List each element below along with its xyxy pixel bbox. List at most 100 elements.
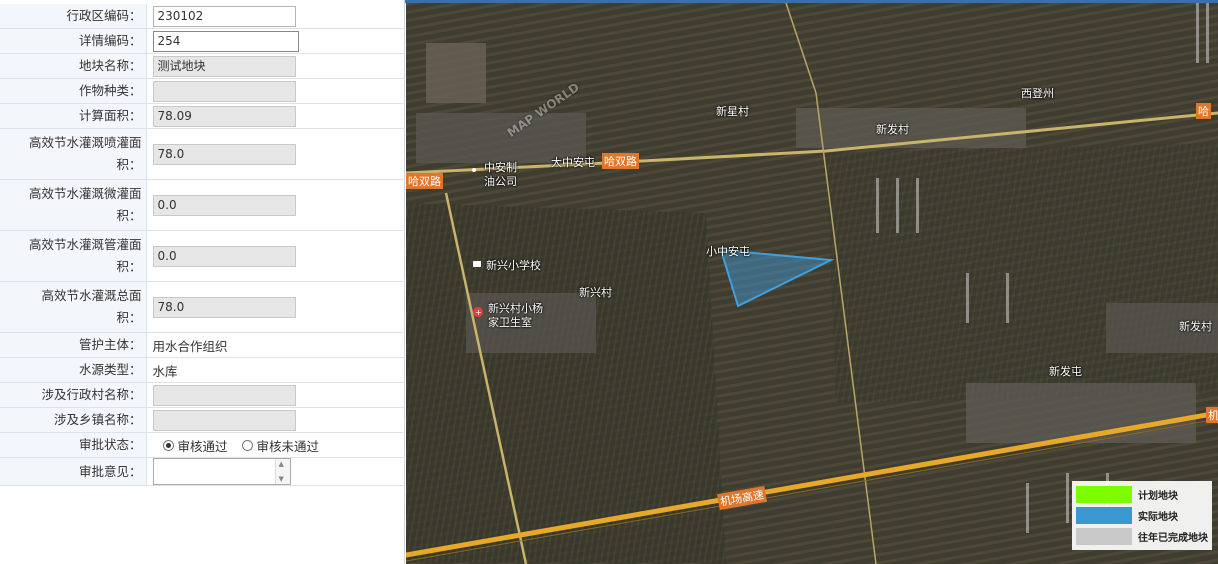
map-label-xinxing-school: 新兴小学校 bbox=[486, 259, 541, 272]
field-label: 管护主体： bbox=[0, 332, 147, 358]
legend-swatch bbox=[1076, 486, 1132, 503]
comment-label: 审批意见： bbox=[0, 457, 147, 486]
readonly-field bbox=[152, 384, 296, 406]
radio-group: 审核通过 审核未通过 bbox=[153, 436, 406, 455]
map-label-xinfatun: 新发屯 bbox=[1049, 365, 1082, 378]
map-imagery: + bbox=[406, 3, 1218, 564]
field-value-cell: 78.0 bbox=[146, 128, 405, 180]
field-value-cell: 0.0 bbox=[146, 179, 405, 231]
svg-text:+: + bbox=[475, 308, 482, 317]
form-row: 作物种类： bbox=[0, 78, 405, 104]
field-value-cell: 用水合作组织 bbox=[146, 332, 405, 358]
field-value-text: 水库 bbox=[152, 363, 178, 379]
field-value-cell: 230102 bbox=[146, 4, 405, 29]
form-row: 高效节水灌溉喷灌面积：78.0 bbox=[0, 128, 405, 180]
map-label-hashuanglu: 哈双路 bbox=[602, 153, 639, 169]
field-label: 详情编码： bbox=[0, 28, 147, 54]
field-label-line1: 高效节水灌溉总面 bbox=[41, 288, 142, 303]
readonly-field: 0.0 bbox=[152, 194, 296, 216]
text-input[interactable]: 254 bbox=[152, 30, 299, 52]
field-label: 行政区编码： bbox=[0, 4, 147, 29]
readonly-field: 0.0 bbox=[152, 245, 296, 267]
radio-rejected[interactable] bbox=[241, 439, 253, 451]
field-label-line2: 积： bbox=[116, 310, 142, 325]
map-label-zhonganzhi: 中安制 bbox=[484, 161, 517, 174]
top-border bbox=[0, 0, 1218, 3]
field-value-cell: 水库 bbox=[146, 357, 405, 383]
scroll-up-icon[interactable]: ▲ bbox=[278, 460, 284, 468]
field-value-cell: 254 bbox=[146, 28, 405, 54]
approval-row: 审批状态： 审核通过 审核未通过 bbox=[0, 432, 406, 458]
map-label-clinic-2: 家卫生室 bbox=[488, 316, 532, 329]
scroll-down-icon[interactable]: ▼ bbox=[278, 475, 284, 483]
field-label-line2: 积： bbox=[116, 259, 142, 274]
map-label-xidengzhou: 西登州 bbox=[1021, 87, 1054, 100]
map-label-dazhongan: 大中安屯 bbox=[551, 156, 595, 169]
approval-options: 审核通过 审核未通过 bbox=[146, 432, 406, 458]
radio-approved[interactable] bbox=[162, 439, 174, 451]
form-row: 地块名称：测试地块 bbox=[0, 53, 405, 79]
form-row: 管护主体： 用水合作组织 bbox=[0, 332, 405, 358]
map-label-youcompany: 油公司 bbox=[484, 175, 517, 188]
form-row: 高效节水灌溉微灌面积： 0.0 bbox=[0, 179, 405, 231]
field-label: 水源类型： bbox=[0, 357, 147, 383]
legend-label: 往年已完成地块 bbox=[1138, 533, 1208, 544]
form-row: 涉及乡镇名称： bbox=[0, 407, 405, 433]
field-label-line1: 高效节水灌溉微灌面 bbox=[28, 186, 142, 201]
form-row: 水源类型： 水库 bbox=[0, 357, 405, 383]
map-label-xiaozhongan: 小中安屯 bbox=[706, 245, 750, 258]
field-label: 计算面积： bbox=[0, 103, 147, 129]
form-row: 详情编码：254 bbox=[0, 28, 405, 54]
map-label-xinxingcun: 新兴村 bbox=[579, 286, 612, 299]
approval-label: 审批状态： bbox=[0, 432, 147, 458]
map-label-clinic-1: 新兴村小杨 bbox=[488, 302, 543, 315]
map-label-xinfacun: 新发村 bbox=[876, 123, 909, 136]
field-value-cell bbox=[146, 382, 405, 408]
map-label-hashuang-left: 哈双路 bbox=[406, 173, 443, 189]
field-label: 地块名称： bbox=[0, 53, 147, 79]
form-row: 计算面积：78.09 bbox=[0, 103, 405, 129]
map-legend: 计划地块实际地块往年已完成地块 bbox=[1072, 481, 1212, 550]
text-input[interactable]: 230102 bbox=[152, 5, 296, 27]
legend-swatch bbox=[1076, 528, 1132, 545]
legend-item: 实际地块 bbox=[1076, 505, 1208, 526]
legend-item: 往年已完成地块 bbox=[1076, 526, 1208, 547]
comment-row: 审批意见：▲▼ bbox=[0, 457, 405, 486]
textarea-scrollbar[interactable]: ▲▼ bbox=[274, 459, 290, 484]
field-value-cell: 0.0 bbox=[146, 230, 405, 282]
readonly-field: 78.0 bbox=[152, 296, 296, 318]
radio-rejected-label[interactable]: 审核未通过 bbox=[256, 438, 320, 454]
field-label: 涉及行政村名称： bbox=[0, 382, 147, 408]
readonly-field: 测试地块 bbox=[152, 55, 296, 77]
field-value-cell: 78.0 bbox=[146, 281, 405, 333]
field-label: 高效节水灌溉喷灌面积： bbox=[0, 128, 147, 180]
field-label: 涉及乡镇名称： bbox=[0, 407, 147, 433]
field-label-line1: 高效节水灌溉管灌面 bbox=[28, 237, 142, 252]
field-value-cell bbox=[146, 407, 405, 433]
field-value-cell: 78.09 bbox=[146, 103, 405, 129]
radio-approved-label[interactable]: 审核通过 bbox=[177, 438, 228, 454]
map-label-ji: 机 bbox=[1206, 407, 1218, 423]
form-row: 行政区编码：230102 bbox=[0, 4, 405, 29]
legend-item: 计划地块 bbox=[1076, 484, 1208, 505]
comment-cell: ▲▼ bbox=[146, 457, 405, 486]
legend-swatch bbox=[1076, 507, 1132, 524]
plot-polygon bbox=[719, 248, 835, 308]
form-row: 高效节水灌溉管灌面积： 0.0 bbox=[0, 230, 405, 282]
readonly-field bbox=[152, 409, 296, 431]
readonly-field bbox=[152, 80, 296, 102]
legend-label: 实际地块 bbox=[1138, 512, 1178, 523]
field-value-text: 用水合作组织 bbox=[152, 338, 228, 354]
field-label: 作物种类： bbox=[0, 78, 147, 104]
legend-label: 计划地块 bbox=[1138, 491, 1178, 502]
satellite-map[interactable]: + 新星村 西登州 新发村 哈 大中安屯 哈双路 中安制 油公司 哈双路 小中安… bbox=[406, 3, 1218, 564]
field-label-line1: 高效节水灌溉喷灌面 bbox=[28, 135, 142, 150]
readonly-field: 78.0 bbox=[152, 143, 296, 165]
map-label-xinfacun-right: 新发村 bbox=[1179, 320, 1212, 333]
field-value-cell bbox=[146, 78, 405, 104]
map-label-xinxing-north: 新星村 bbox=[716, 105, 749, 118]
map-label-hashuang-right: 哈 bbox=[1196, 103, 1211, 119]
comment-textarea[interactable]: ▲▼ bbox=[152, 458, 291, 485]
field-label-line2: 积： bbox=[116, 208, 142, 223]
